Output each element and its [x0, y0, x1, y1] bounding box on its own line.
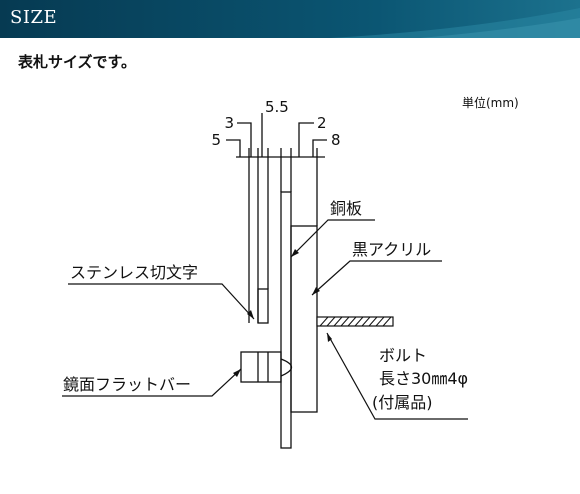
stainless-letter-part — [257, 288, 269, 324]
acrylic-callout-line — [311, 260, 442, 296]
dim-8-label: 8 — [331, 131, 341, 149]
dim-5-5-label: 5.5 — [265, 98, 289, 116]
dim-3-label: 3 — [224, 114, 234, 132]
dim-3-leader — [237, 122, 252, 157]
copper-plate-part — [280, 191, 292, 449]
dim-8-leader — [312, 139, 327, 157]
unit-label: 単位(mm) — [462, 95, 519, 110]
copper-callout-line — [290, 219, 375, 258]
copper-arrowhead — [291, 249, 299, 257]
stainless-callout-line — [68, 283, 255, 320]
copper-plate-label: 銅板 — [330, 199, 362, 218]
mirror-flat-bar-rounded-end — [280, 358, 293, 377]
dim-5-leader — [226, 139, 241, 157]
stainless-arrowhead — [247, 310, 254, 319]
bolt-note-label: (付属品) — [372, 393, 433, 412]
dim-5-label: 5 — [211, 131, 221, 149]
header-bar: SIZE — [0, 0, 580, 38]
bolt-part — [316, 316, 394, 327]
bolt-size-label: 長さ30㎜4φ — [379, 369, 468, 388]
bolt-label: ボルト — [379, 346, 427, 365]
black-acrylic-label: 黒アクリル — [352, 240, 431, 259]
bolt-arrowhead — [327, 333, 332, 342]
acrylic-arrowhead — [312, 287, 320, 295]
mirror-callout-line — [62, 368, 242, 397]
nameplate-cross-section-diagram: 3 5 5.5 2 8 単位(mm) 銅板 黒アクリル ステンレス切文字 鏡面フ… — [62, 95, 519, 449]
stainless-letter-label: ステンレス切文字 — [70, 263, 198, 282]
mirror-arrowhead — [233, 369, 241, 377]
mirror-flat-bar-part — [240, 351, 282, 383]
header-swoosh — [330, 8, 580, 38]
page-subtitle: 表札サイズです。 — [18, 53, 137, 71]
dim-2-leader — [298, 122, 314, 157]
bolt-callout-line — [326, 332, 468, 420]
dim-2-label: 2 — [317, 114, 327, 132]
header-title: SIZE — [10, 7, 58, 28]
mirror-flat-bar-label: 鏡面フラットバー — [63, 375, 191, 394]
